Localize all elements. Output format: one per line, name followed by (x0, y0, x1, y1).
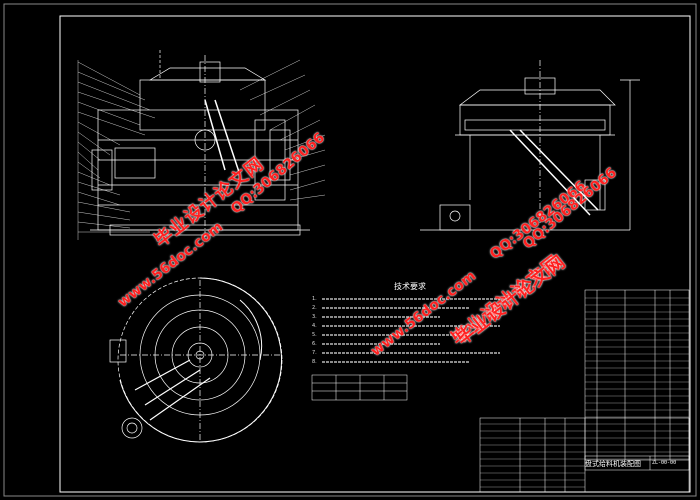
title-block-title: 盘式给料机装配图 (585, 460, 641, 468)
tech-note: 8. (312, 359, 317, 365)
tech-note: 4. (312, 323, 317, 329)
title-block-rows (480, 423, 585, 488)
leader-lines-right (239, 59, 326, 201)
title-block (479, 417, 690, 493)
parameter-table (311, 374, 408, 401)
drawing-number: ZL-00-00 (652, 460, 677, 466)
side-view (420, 60, 640, 231)
leader-lines-left (77, 60, 156, 240)
tech-note: 6. (312, 341, 317, 347)
tech-requirements-title: 技术要求 (394, 282, 426, 291)
tech-note: 5. (312, 332, 317, 338)
tech-note: 3. (312, 314, 317, 320)
tech-note: 7. (312, 350, 317, 356)
parts-list-rows (585, 297, 689, 460)
tech-note: 1. (312, 296, 317, 302)
top-view (109, 277, 283, 443)
front-view (90, 50, 310, 240)
inner-frame (59, 15, 691, 493)
outer-frame (3, 3, 697, 497)
tech-note: 2. (312, 305, 317, 311)
